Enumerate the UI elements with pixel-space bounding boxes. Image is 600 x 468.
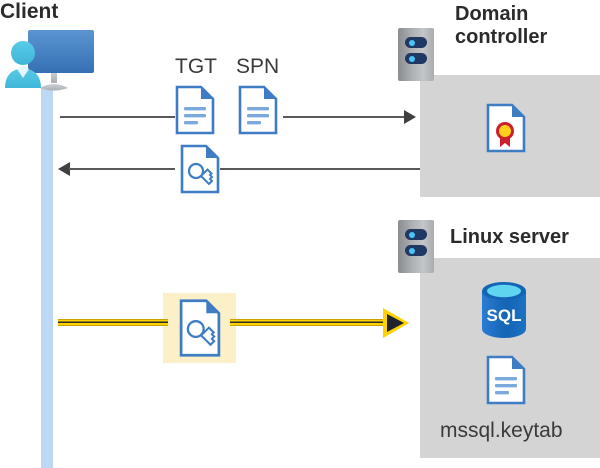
tgt-document-icon bbox=[175, 85, 215, 135]
flow-response-line-right bbox=[220, 168, 420, 170]
sql-database-icon: SQL bbox=[482, 282, 526, 338]
spn-label: SPN bbox=[236, 55, 280, 78]
flow-service-ticket-line-right bbox=[230, 319, 387, 326]
spn-document-icon bbox=[238, 85, 278, 135]
service-ticket-key-document-icon bbox=[179, 299, 221, 357]
domain-controller-title-line1: Domain bbox=[455, 3, 529, 25]
domain-controller-rack-icon bbox=[398, 28, 434, 81]
client-title-slot bbox=[30, 3, 150, 31]
keytab-document-icon bbox=[486, 355, 526, 405]
keytab-file-label: mssql.keytab bbox=[440, 419, 563, 442]
linux-server-title: Linux server bbox=[450, 226, 569, 248]
flow-request-arrowhead bbox=[404, 110, 416, 124]
flow-response-line-left bbox=[69, 168, 175, 170]
flow-response-arrowhead bbox=[58, 162, 70, 176]
flow-service-ticket-arrowhead bbox=[383, 308, 409, 338]
flow-service-ticket-line-left bbox=[58, 319, 168, 326]
client-lifeline bbox=[41, 88, 53, 468]
ticket-key-document-icon bbox=[180, 144, 220, 194]
flow-request-line-right bbox=[283, 116, 405, 118]
certificate-document-icon bbox=[486, 103, 526, 153]
flow-request-line-left bbox=[60, 116, 175, 118]
tgt-label: TGT bbox=[175, 55, 217, 78]
linux-server-rack-icon bbox=[398, 220, 434, 273]
svg-text:SQL: SQL bbox=[487, 306, 522, 325]
domain-controller-title-line2: controller bbox=[455, 26, 548, 48]
domain-controller-title: Domain controller bbox=[455, 3, 547, 49]
client-workstation-icon bbox=[5, 30, 94, 91]
